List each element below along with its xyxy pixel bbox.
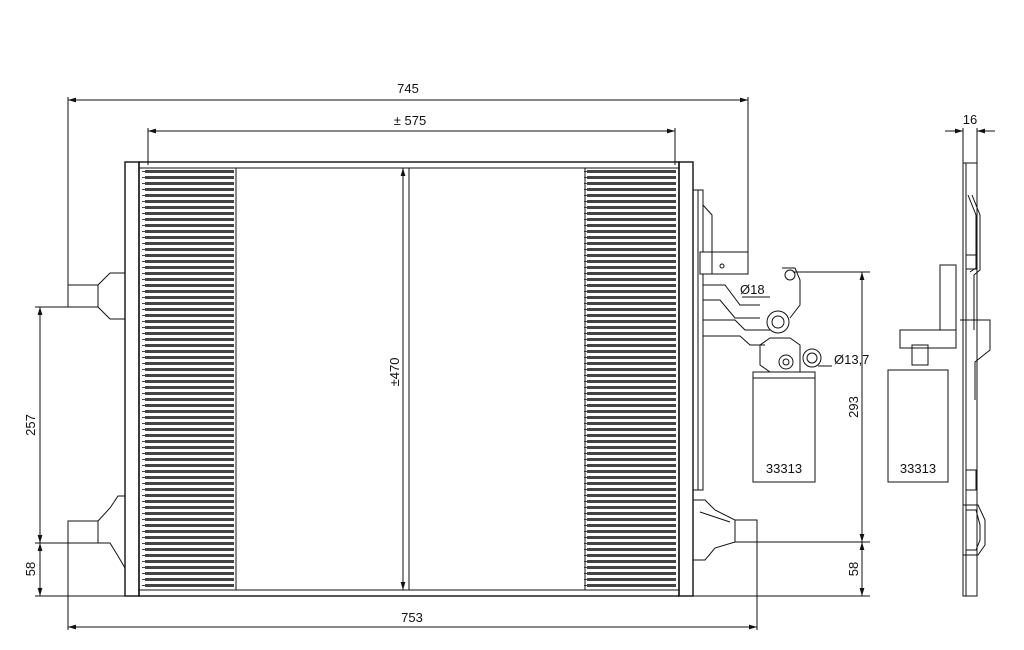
dim-drier-height: 293 [846, 396, 861, 418]
left-header-tank [124, 161, 140, 597]
condenser-body [124, 161, 694, 597]
drier-code-front: 33313 [766, 461, 802, 476]
fin-pattern-left [142, 170, 234, 587]
drier-assembly-front [692, 189, 822, 491]
dim-overall-bottom-width: 753 [401, 610, 423, 625]
dim-overall-top-width: 745 [397, 81, 419, 96]
right-header-tank [678, 161, 694, 597]
dim-bottom-offset-left: 58 [23, 562, 38, 576]
dim-core-width: ± 575 [394, 113, 426, 128]
dim-core-height: ±470 [387, 358, 402, 387]
dim-pipe-diameter-large: Ø18 [740, 282, 765, 297]
dim-bottom-offset-right: 58 [846, 562, 861, 576]
right-lower-port [693, 499, 758, 561]
dimension-lines [35, 97, 995, 630]
fin-pattern-right [584, 170, 676, 587]
left-upper-port [67, 272, 126, 320]
dim-depth: 16 [963, 112, 977, 127]
dim-left-port-height: 257 [23, 414, 38, 436]
dim-pipe-diameter-small: Ø13,7 [834, 352, 869, 367]
drier-canister [752, 371, 816, 483]
left-lower-port [67, 495, 126, 570]
drier-code-side: 33313 [900, 461, 936, 476]
side-view [887, 162, 991, 597]
side-drier-canister [887, 369, 949, 483]
core-frame [138, 161, 680, 597]
